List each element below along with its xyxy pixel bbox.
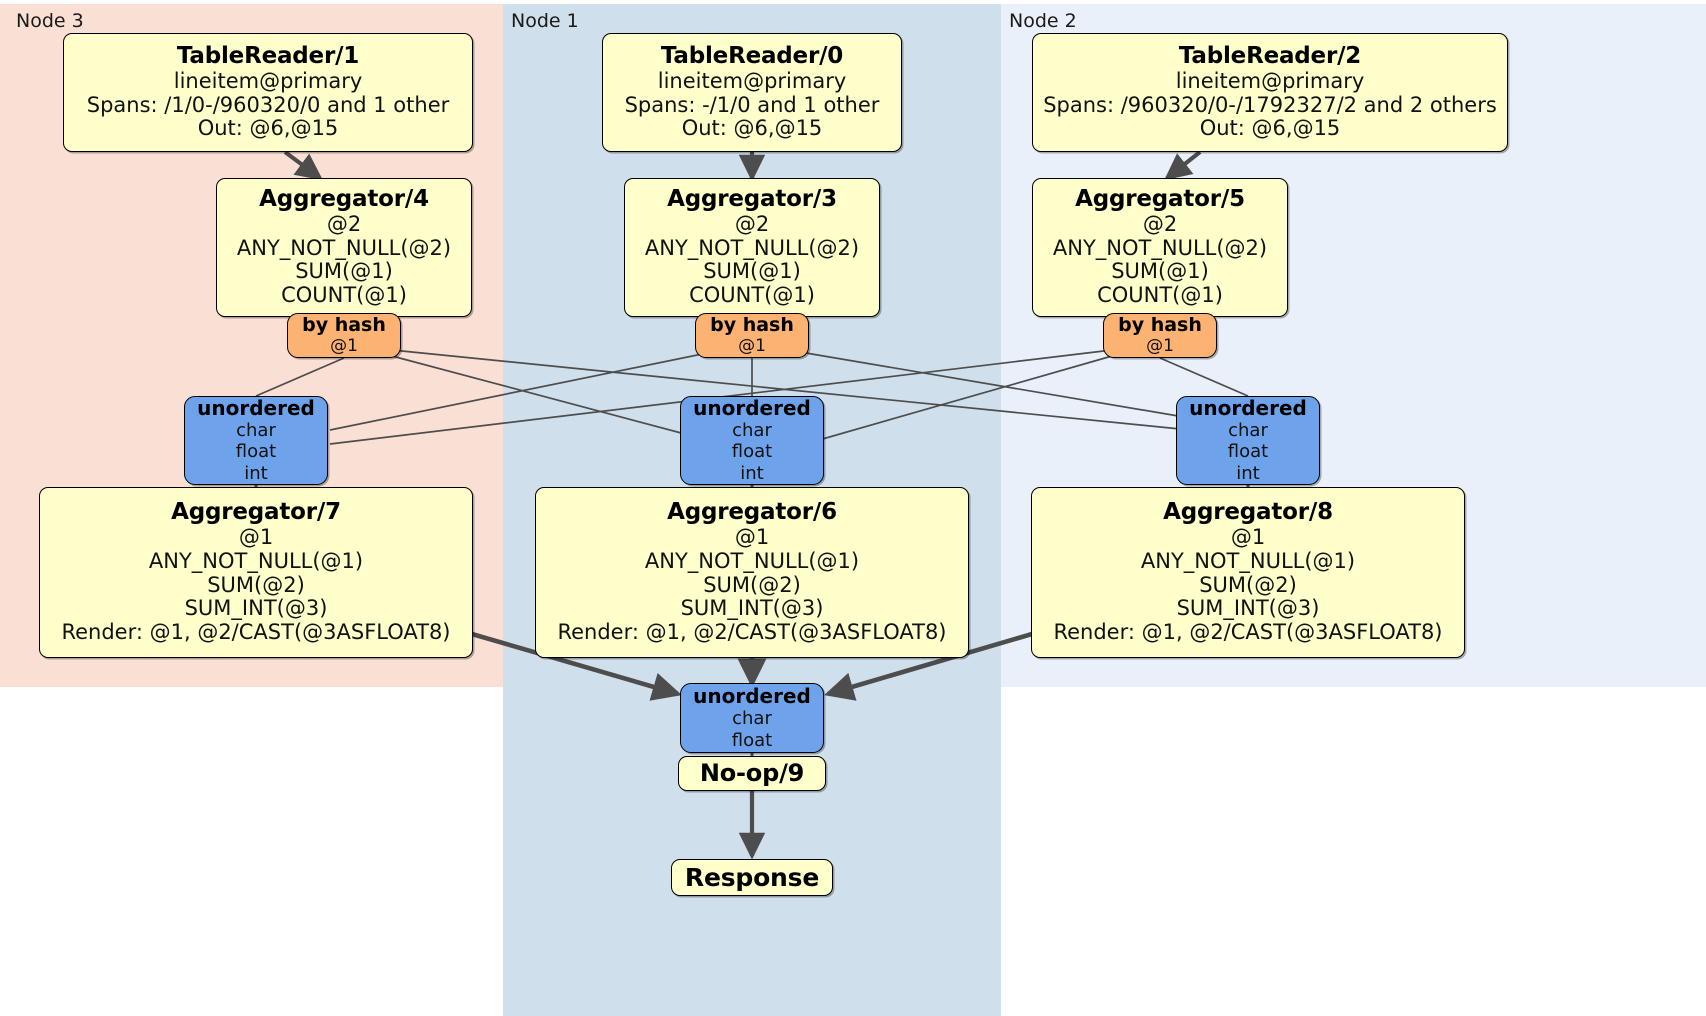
processor-detail: COUNT(@1)	[281, 283, 407, 308]
processor-aggregator-8[interactable]: Aggregator/8 @1 ANY_NOT_NULL(@1) SUM(@2)…	[1031, 487, 1465, 658]
processor-detail: lineitem@primary	[173, 68, 363, 93]
processor-detail: @1	[1230, 525, 1266, 550]
processor-render: Render: @1, @2/CAST(@3ASFLOAT8)	[1053, 619, 1443, 644]
processor-detail: ANY_NOT_NULL(@2)	[1052, 235, 1268, 260]
processor-detail: Out: @6,@15	[197, 116, 339, 141]
node-panel-label-node3: Node 3	[16, 10, 84, 32]
router-detail: char	[732, 420, 772, 442]
router-unordered-final[interactable]: unordered char float	[680, 683, 824, 753]
processor-detail: ANY_NOT_NULL(@1)	[1140, 548, 1356, 573]
processor-title: TableReader/1	[176, 43, 360, 70]
processor-detail: SUM(@2)	[703, 572, 801, 597]
processor-response[interactable]: Response	[671, 859, 833, 896]
processor-table-reader-1[interactable]: TableReader/1 lineitem@primary Spans: /1…	[63, 33, 473, 152]
processor-aggregator-6[interactable]: Aggregator/6 @1 ANY_NOT_NULL(@1) SUM(@2)…	[535, 487, 969, 658]
router-by-hash-node3[interactable]: by hash @1	[287, 313, 401, 358]
router-detail: char	[732, 708, 772, 730]
router-detail: float	[731, 729, 773, 751]
processor-detail: SUM(@1)	[703, 259, 801, 284]
router-title: by hash	[302, 313, 386, 336]
router-by-hash-node1[interactable]: by hash @1	[695, 313, 809, 358]
processor-title: TableReader/0	[660, 43, 844, 70]
processor-detail: @2	[326, 211, 362, 236]
processor-detail: ANY_NOT_NULL(@2)	[644, 235, 860, 260]
processor-detail: lineitem@primary	[1175, 68, 1365, 93]
processor-title: Aggregator/4	[259, 186, 429, 213]
processor-detail: @1	[238, 525, 274, 550]
processor-detail: COUNT(@1)	[1097, 283, 1223, 308]
processor-detail: ANY_NOT_NULL(@2)	[236, 235, 452, 260]
router-unordered-node1[interactable]: unordered char float int	[680, 396, 824, 485]
node-panel-label-node2: Node 2	[1009, 10, 1077, 32]
router-detail: @1	[738, 336, 766, 357]
router-title: unordered	[1189, 396, 1307, 421]
processor-render: Render: @1, @2/CAST(@3ASFLOAT8)	[61, 619, 451, 644]
processor-detail: ANY_NOT_NULL(@1)	[148, 548, 364, 573]
router-title: by hash	[1118, 313, 1202, 336]
router-detail: @1	[330, 336, 358, 357]
router-title: unordered	[197, 396, 315, 421]
processor-detail: ANY_NOT_NULL(@1)	[644, 548, 860, 573]
processor-table-reader-0[interactable]: TableReader/0 lineitem@primary Spans: -/…	[602, 33, 902, 152]
processor-detail: SUM(@1)	[295, 259, 393, 284]
processor-title: Aggregator/6	[667, 499, 837, 526]
processor-no-op-9[interactable]: No-op/9	[678, 756, 826, 791]
processor-detail: @2	[1142, 211, 1178, 236]
processor-render: Render: @1, @2/CAST(@3ASFLOAT8)	[557, 619, 947, 644]
processor-table-reader-2[interactable]: TableReader/2 lineitem@primary Spans: /9…	[1032, 33, 1508, 152]
router-by-hash-node2[interactable]: by hash @1	[1103, 313, 1217, 358]
processor-detail: @2	[734, 211, 770, 236]
processor-title: No-op/9	[699, 759, 805, 788]
router-title: by hash	[710, 313, 794, 336]
processor-detail: SUM_INT(@3)	[680, 596, 824, 621]
router-title: unordered	[693, 396, 811, 421]
processor-detail: SUM_INT(@3)	[184, 596, 328, 621]
router-detail: char	[236, 420, 276, 442]
router-unordered-node2[interactable]: unordered char float int	[1176, 396, 1320, 485]
node-panel-label-node1: Node 1	[511, 10, 579, 32]
processor-detail: SUM_INT(@3)	[1176, 596, 1320, 621]
router-detail: @1	[1146, 336, 1174, 357]
router-detail: float	[1227, 441, 1269, 463]
router-detail: int	[740, 462, 764, 484]
router-detail: int	[1236, 462, 1260, 484]
processor-detail: Spans: /960320/0-/1792327/2 and 2 others	[1043, 92, 1497, 117]
processor-detail: @1	[734, 525, 770, 550]
processor-title: Aggregator/5	[1075, 186, 1245, 213]
processor-detail: SUM(@2)	[1199, 572, 1297, 597]
processor-title: Aggregator/8	[1163, 499, 1333, 526]
processor-detail: lineitem@primary	[657, 68, 847, 93]
processor-detail: Spans: /1/0-/960320/0 and 1 other	[86, 92, 450, 117]
processor-aggregator-3[interactable]: Aggregator/3 @2 ANY_NOT_NULL(@2) SUM(@1)…	[624, 178, 880, 317]
processor-detail: SUM(@1)	[1111, 259, 1209, 284]
processor-detail: Spans: -/1/0 and 1 other	[624, 92, 880, 117]
processor-title: Aggregator/7	[171, 499, 341, 526]
processor-detail: COUNT(@1)	[689, 283, 815, 308]
router-title: unordered	[693, 684, 811, 709]
processor-aggregator-7[interactable]: Aggregator/7 @1 ANY_NOT_NULL(@1) SUM(@2)…	[39, 487, 473, 658]
router-detail: int	[244, 462, 268, 484]
router-unordered-node3[interactable]: unordered char float int	[184, 396, 328, 485]
processor-aggregator-5[interactable]: Aggregator/5 @2 ANY_NOT_NULL(@2) SUM(@1)…	[1032, 178, 1288, 317]
processor-detail: Out: @6,@15	[1199, 116, 1341, 141]
router-detail: float	[235, 441, 277, 463]
processor-detail: SUM(@2)	[207, 572, 305, 597]
router-detail: char	[1228, 420, 1268, 442]
router-detail: float	[731, 441, 773, 463]
processor-title: Aggregator/3	[667, 186, 837, 213]
processor-title: Response	[684, 862, 820, 892]
processor-title: TableReader/2	[1178, 43, 1362, 70]
processor-detail: Out: @6,@15	[681, 116, 823, 141]
processor-aggregator-4[interactable]: Aggregator/4 @2 ANY_NOT_NULL(@2) SUM(@1)…	[216, 178, 472, 317]
